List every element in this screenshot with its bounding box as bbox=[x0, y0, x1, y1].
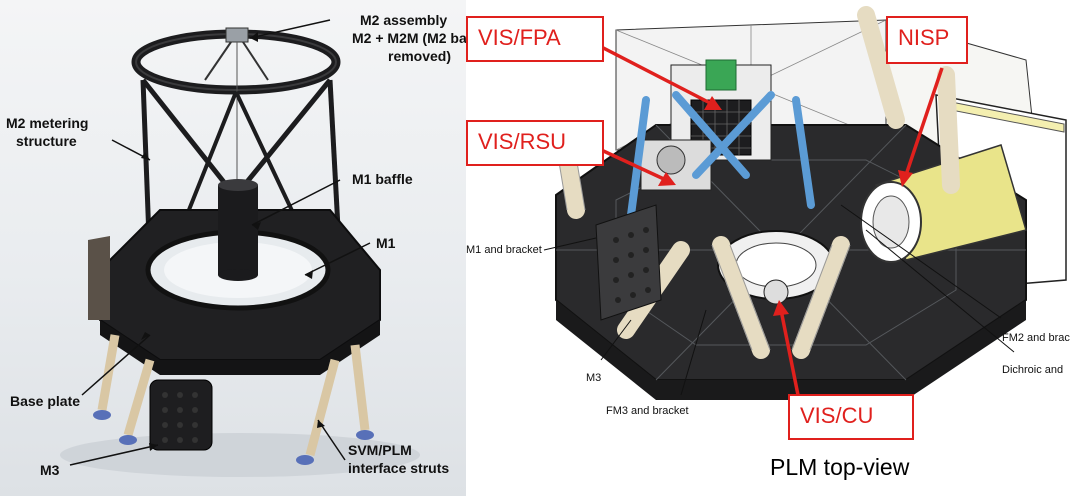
interface-strut-2 bbox=[123, 358, 155, 437]
label-base-plate: Base plate bbox=[10, 393, 81, 409]
callout-vis-cu: VIS/CU bbox=[788, 394, 914, 440]
m3-pattern bbox=[162, 392, 198, 443]
red-arrowheads bbox=[658, 96, 913, 316]
side-panel bbox=[88, 236, 110, 320]
green-board bbox=[705, 59, 737, 91]
m1-baffle-top bbox=[218, 179, 258, 191]
label-m1-and-bracket: M1 and bracket bbox=[466, 244, 542, 256]
m2-assembly-block bbox=[225, 27, 249, 43]
blue-hexapod bbox=[627, 91, 815, 219]
tan-struts bbox=[557, 6, 960, 359]
callout-nisp: NISP bbox=[886, 16, 968, 64]
label-fm3-and-bracket: FM3 and bracket bbox=[606, 405, 689, 417]
right-leader-lines bbox=[543, 204, 1015, 396]
label-m1-baffle: M1 baffle bbox=[352, 171, 413, 187]
label-m2-assembly-3: removed) bbox=[388, 48, 452, 64]
telescope-illustration bbox=[60, 19, 420, 477]
left-leader-lines bbox=[69, 19, 371, 466]
m1-baffle bbox=[218, 185, 258, 275]
label-fm2-and-bracket: FM2 and brac bbox=[1002, 332, 1070, 344]
callout-vis-rsu: VIS/RSU bbox=[466, 120, 604, 166]
label-svm-plm-2: interface struts bbox=[348, 460, 450, 476]
label-m3-right: M3 bbox=[586, 372, 602, 384]
plm-illustration bbox=[543, 6, 1067, 400]
label-m1: M1 bbox=[376, 235, 396, 251]
label-m2-metering-1: M2 metering bbox=[6, 115, 89, 131]
optical-bench-edge bbox=[556, 300, 1026, 400]
left-arrowheads bbox=[141, 32, 325, 451]
label-m2-assembly-2: M2 + M2M (M2 ba bbox=[352, 30, 466, 46]
label-m2-metering-2: structure bbox=[16, 133, 77, 149]
label-dichroic: Dichroic and bbox=[1002, 364, 1064, 376]
telescope-render-panel: M2 assembly M2 + M2M (M2 ba removed) M2 … bbox=[0, 0, 466, 496]
plm-top-view-panel: M1 and bracket M3 FM3 and bracket FM2 an… bbox=[466, 0, 1078, 496]
caption-plm-top-view: PLM top-view bbox=[770, 454, 910, 480]
label-m3: M3 bbox=[40, 462, 60, 478]
m3-panel bbox=[595, 204, 662, 321]
interface-strut-4 bbox=[350, 344, 370, 431]
label-svm-plm-1: SVM/PLM bbox=[348, 442, 412, 458]
interface-strut-3 bbox=[305, 358, 340, 457]
label-m2-assembly-1: M2 assembly bbox=[360, 12, 448, 28]
base-plate-edge bbox=[100, 320, 380, 375]
vis-cu-sphere bbox=[763, 279, 789, 305]
callout-vis-fpa: VIS/FPA bbox=[466, 16, 604, 62]
